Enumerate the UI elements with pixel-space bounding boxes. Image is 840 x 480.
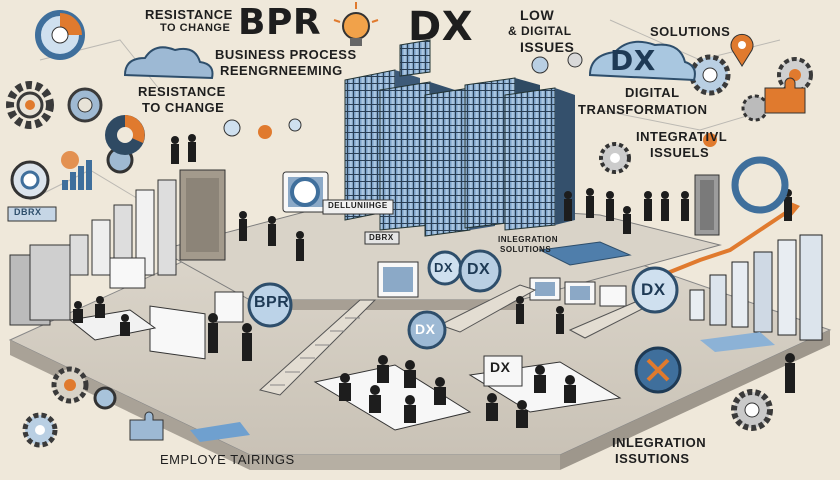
dx-badge xyxy=(458,249,502,293)
cloud-dx-label: DX xyxy=(610,44,656,77)
location-pin-icon xyxy=(730,33,754,67)
issues-label: ISSUES xyxy=(520,39,575,55)
person-icon xyxy=(73,134,795,428)
server-icon xyxy=(9,169,226,326)
solutions-label: SOLUTIONS xyxy=(650,24,731,39)
challenge-plaque xyxy=(322,199,394,215)
digital-transformation-1: DIGITAL xyxy=(625,85,680,100)
decorative-circles xyxy=(61,52,789,214)
bpr-subtitle-2: REENGRNEEMING xyxy=(220,63,343,78)
dx-badge-text-3: DX xyxy=(415,321,436,337)
integration-sign-1: INLEGRATION xyxy=(498,235,559,244)
gear-icon xyxy=(689,54,731,96)
dx-badge xyxy=(407,310,447,350)
plaque-left-text: DBRX xyxy=(14,207,42,217)
bpr-badge-text: BPR xyxy=(254,294,290,311)
gear-icon xyxy=(35,10,85,60)
employee-training-label: EMPLOYE TAIRINGS xyxy=(160,452,295,467)
gear-icon xyxy=(731,389,773,431)
skyscraper-cluster xyxy=(344,39,575,237)
gear-icon xyxy=(6,81,54,129)
pie-chart-icon xyxy=(10,160,50,200)
bpr-title: BPR xyxy=(238,2,322,43)
gear-icon xyxy=(93,386,117,410)
lightbulb-icon xyxy=(333,2,379,46)
bpr-subtitle-1: BUSINESS PROCESS xyxy=(215,47,357,62)
chart-arrow-icon xyxy=(649,200,823,341)
digital-label: & DIGITAL xyxy=(508,24,572,38)
gear-icon xyxy=(599,142,631,174)
resistance-label: RESISTANCE xyxy=(145,7,233,22)
integration-sign-2: SOLUTIONS xyxy=(500,245,552,254)
puzzle-icon xyxy=(129,77,806,441)
integrative-label-1: INTEGRATIVL xyxy=(636,129,728,144)
cloud-icon xyxy=(123,40,696,82)
pie-chart-icon xyxy=(105,115,145,155)
gear-icon xyxy=(67,87,103,123)
dbrx-plaque xyxy=(7,206,57,222)
to-change-label: TO CHANGE xyxy=(160,22,231,34)
integration-bottom-2: ISSUTIONS xyxy=(615,451,690,466)
digital-transformation-2: TRANSFORMATION xyxy=(578,102,708,117)
dx-screen xyxy=(483,355,523,387)
dx-title: DX xyxy=(408,4,474,50)
low-label: LOW xyxy=(520,7,555,23)
screen-dx-text: DX xyxy=(490,359,511,375)
bar-chart-icon xyxy=(62,160,92,190)
gear-icon xyxy=(22,412,58,448)
plaque-center-text: DELLUNIIHGE xyxy=(328,201,388,210)
integration-bottom-1: INLEGRATION xyxy=(612,435,707,450)
dx-badge-text-1: DX xyxy=(434,260,454,275)
dx-badge-text-4: DX xyxy=(641,280,666,299)
integrative-label-2: ISSUELS xyxy=(650,145,710,160)
stairs xyxy=(258,284,652,396)
resistance-left-1: RESISTANCE xyxy=(138,84,226,99)
gear-icon xyxy=(51,366,89,404)
bpr-badge xyxy=(247,282,293,328)
dx-badge-text-2: DX xyxy=(467,261,491,278)
blue-pool xyxy=(190,241,775,442)
gear-icon xyxy=(741,94,769,122)
plaque-small-text: DBRX xyxy=(369,233,394,242)
dx-badge xyxy=(631,266,679,314)
dbrx-small-plaque xyxy=(364,231,400,245)
server-icon xyxy=(694,174,720,236)
resistance-left-2: TO CHANGE xyxy=(142,100,225,115)
